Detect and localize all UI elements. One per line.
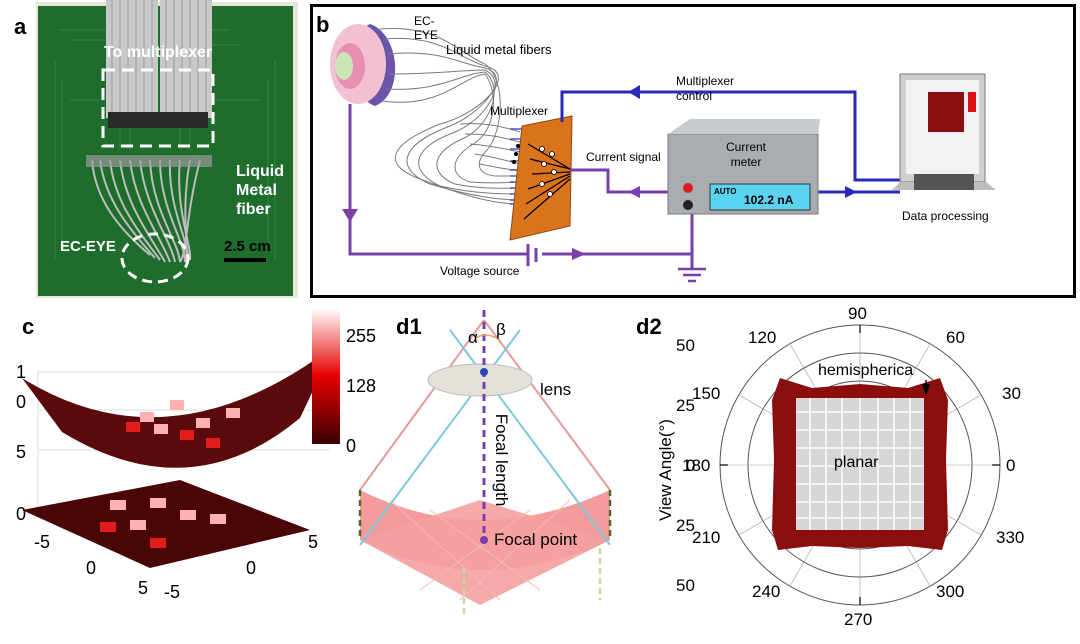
angle-tick: 60: [946, 328, 965, 347]
meter-mode: AUTO: [714, 187, 737, 196]
system-schematic: [310, 4, 1076, 298]
label-focal-length: Focal length: [492, 413, 511, 507]
label-voltage-source: Voltage source: [440, 264, 520, 278]
polar-plot: [719, 324, 1001, 606]
angle-tick: 210: [692, 528, 721, 547]
radial-tick: 50: [676, 576, 695, 595]
angle-tick: 90: [848, 304, 867, 323]
panel-c: c 1 0 5 0 5 0 -5 -5 0 5 255 128 0: [0, 300, 400, 644]
lens-icon: [427, 363, 533, 397]
angle-tick: 270: [844, 610, 873, 629]
y-tick: 0: [86, 558, 97, 578]
z-tick: 1: [16, 362, 27, 382]
panel-c-tag: c: [22, 314, 35, 339]
radial-tick: 25: [676, 516, 695, 535]
ec-eye-icon: [330, 24, 396, 106]
label-current-meter: Current meter: [726, 140, 767, 169]
panel-d2: d2 View Angle(°) 50 25 0 25 50 90 60 30 …: [630, 300, 1080, 644]
x-tick: -5: [164, 582, 181, 602]
y-tick: 5: [138, 578, 149, 598]
panel-d2-tag: d2: [636, 314, 662, 339]
multiplexer-icon: [509, 115, 573, 241]
radial-tick: 25: [676, 396, 695, 415]
panel-a-tag: a: [14, 14, 27, 39]
colorbar: [312, 308, 340, 444]
panel-d1-tag: d1: [396, 314, 422, 339]
scale-bar-label: 2.5 cm: [224, 238, 271, 255]
laptop-icon: [892, 73, 996, 190]
label-lens: lens: [540, 380, 572, 399]
label-hemispherical: hemispherica: [818, 362, 914, 379]
surface-plot: [22, 308, 340, 568]
angle-tick: 300: [936, 582, 965, 601]
label-multiplexer: Multiplexer: [490, 104, 549, 118]
colorbar-tick: 255: [346, 326, 377, 346]
colorbar-tick: 0: [346, 436, 357, 456]
x-tick: 5: [308, 532, 319, 552]
z-tick: 0: [16, 504, 27, 524]
panel-b-tag: b: [316, 12, 330, 37]
angle-tick: 330: [996, 528, 1025, 547]
x-tick: 0: [246, 558, 257, 578]
label-planar: planar: [834, 454, 879, 471]
label-to-multiplexer: To multiplexer: [104, 44, 213, 61]
label-liquid-metal-fiber: Liquid Metal fiber: [236, 163, 284, 218]
label-ec-eye-b: EC- EYE: [414, 14, 439, 42]
angle-tick: 0: [1006, 456, 1016, 475]
angle-tick: 180: [682, 456, 711, 475]
radial-tick: 50: [676, 336, 695, 355]
label-ec-eye: EC-EYE: [60, 238, 116, 255]
meter-reading: 102.2 nA: [744, 193, 794, 207]
panel-d1: d1 α β lens Focal length Focal point: [350, 300, 630, 644]
z-tick: 0: [16, 392, 27, 412]
colorbar-tick: 128: [346, 376, 377, 396]
angle-tick: 240: [752, 582, 781, 601]
label-data-processing: Data processing: [902, 209, 989, 223]
axis-label: View Angle(°): [656, 419, 675, 521]
angle-tick: 150: [692, 384, 721, 403]
label-liquid-metal-fibers: Liquid metal fibers: [446, 42, 552, 57]
current-meter-icon: [667, 119, 820, 215]
angle-tick: 30: [1002, 384, 1021, 403]
label-beta: β: [496, 320, 506, 339]
panel-b: b EC- EYE Liquid metal fibers Multiplexe…: [310, 4, 1076, 298]
radial-tick: 0: [686, 456, 696, 475]
lens-diagram: [358, 310, 612, 618]
label-alpha: α: [468, 328, 478, 347]
circuit-board-photo: [36, 0, 298, 298]
label-multiplexer-control: Multiplexer control: [676, 74, 735, 103]
angle-tick: 120: [748, 328, 777, 347]
label-focal-point: Focal point: [494, 530, 578, 549]
panel-a: a To multiplexer: [0, 0, 300, 300]
z-tick: 5: [16, 442, 27, 462]
label-current-signal: Current signal: [586, 150, 661, 164]
y-tick: -5: [34, 532, 51, 552]
